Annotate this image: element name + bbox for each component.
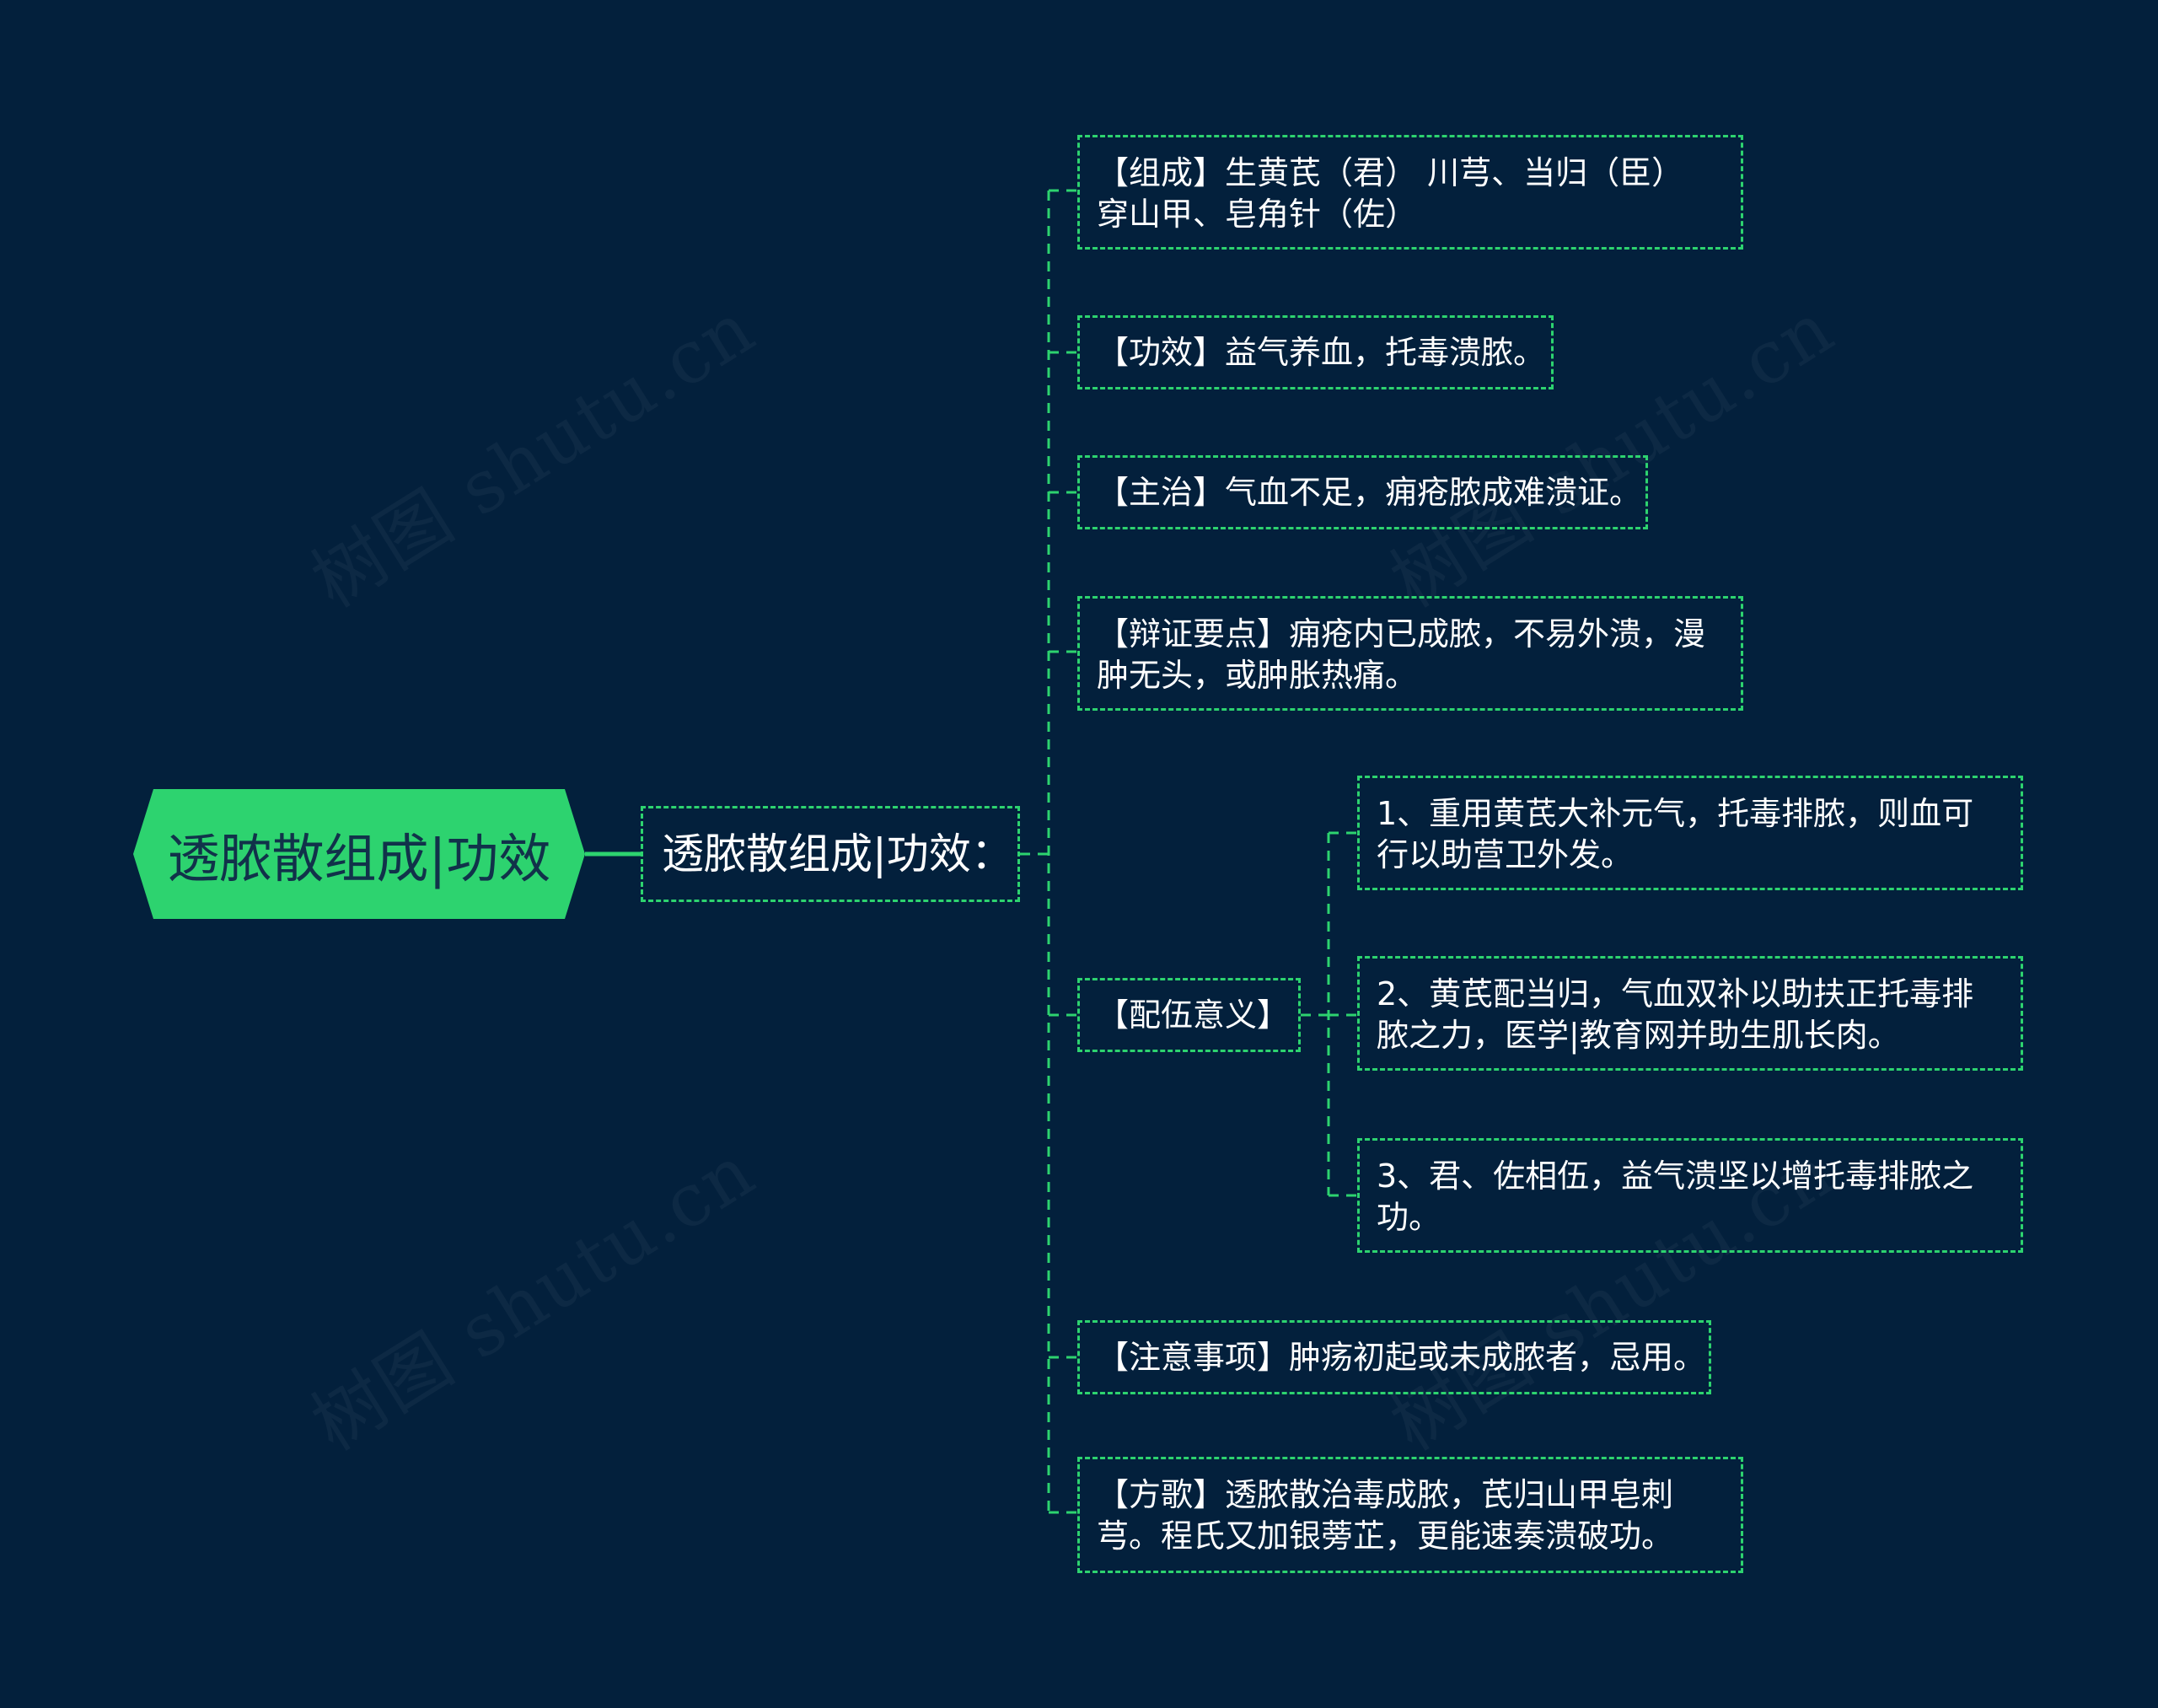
branch-connectors xyxy=(1020,189,1077,1514)
branch-node-label: 【功效】益气养血，托毒溃脓。 xyxy=(1097,333,1546,371)
branch-node-compatibility[interactable]: 【配伍意义】 xyxy=(1077,978,1301,1052)
sub-node-compatibility-1[interactable]: 1、重用黄芪大补元气，托毒排脓，则血可行以助营卫外发。 xyxy=(1357,776,2023,890)
root-node-label: 透脓散组成|功效 xyxy=(167,828,551,889)
sub-branch-connectors xyxy=(1301,831,1357,1197)
sub-node-compatibility-3[interactable]: 3、君、佐相伍，益气溃坚以增托毒排脓之功。 xyxy=(1357,1138,2023,1253)
center-node[interactable]: 透脓散组成|功效： xyxy=(641,806,1020,902)
branch-node-label: 【辩证要点】痈疮内已成脓，不易外溃，漫肿无头，或肿胀热痛。 xyxy=(1097,615,1706,694)
branch-node-label: 【组成】生黄芪（君） 川芎、当归（臣） 穿山甲、皂角针（佐） xyxy=(1097,154,1684,233)
sub-node-label: 1、重用黄芪大补元气，托毒排脓，则血可行以助营卫外发。 xyxy=(1377,795,1974,873)
branch-node-formula-song[interactable]: 【方歌】透脓散治毒成脓，芪归山甲皂刺芎。程氏又加银蒡芷，更能速奏溃破功。 xyxy=(1077,1457,1743,1573)
branch-node-diagnosis-points[interactable]: 【辩证要点】痈疮内已成脓，不易外溃，漫肿无头，或肿胀热痛。 xyxy=(1077,596,1743,711)
branch-node-label: 【配伍意义】 xyxy=(1097,996,1290,1034)
sub-node-label: 2、黄芪配当归，气血双补以助扶正托毒排脓之力，医学|教育网并助生肌长肉。 xyxy=(1377,975,1974,1054)
branch-node-efficacy[interactable]: 【功效】益气养血，托毒溃脓。 xyxy=(1077,315,1554,389)
sub-node-label: 3、君、佐相伍，益气溃坚以增托毒排脓之功。 xyxy=(1377,1157,1974,1236)
branch-node-label: 【方歌】透脓散治毒成脓，芪归山甲皂刺芎。程氏又加银蒡芷，更能速奏溃破功。 xyxy=(1097,1476,1674,1555)
branch-node-composition[interactable]: 【组成】生黄芪（君） 川芎、当归（臣） 穿山甲、皂角针（佐） xyxy=(1077,135,1743,250)
root-node[interactable]: 透脓散组成|功效 xyxy=(133,789,585,919)
branch-node-label: 【主治】气血不足，痈疮脓成难溃证。 xyxy=(1097,473,1642,511)
branch-node-precautions[interactable]: 【注意事项】肿疡初起或未成脓者，忌用。 xyxy=(1077,1320,1711,1394)
branch-node-indications[interactable]: 【主治】气血不足，痈疮脓成难溃证。 xyxy=(1077,455,1648,529)
sub-node-compatibility-2[interactable]: 2、黄芪配当归，气血双补以助扶正托毒排脓之力，医学|教育网并助生肌长肉。 xyxy=(1357,956,2023,1071)
center-node-label: 透脓散组成|功效： xyxy=(662,829,1013,878)
branch-node-label: 【注意事项】肿疡初起或未成脓者，忌用。 xyxy=(1097,1338,1706,1376)
